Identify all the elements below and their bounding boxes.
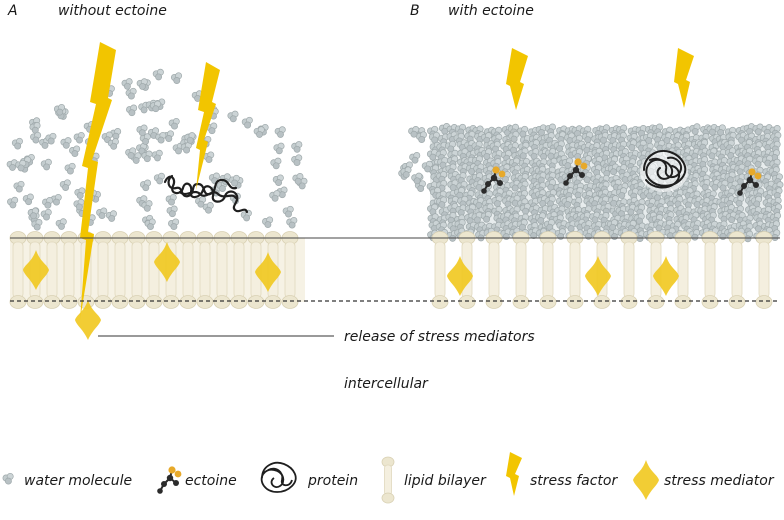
legend-protein-icon — [260, 461, 297, 493]
lipid-molecule — [701, 231, 719, 309]
water-molecule — [125, 87, 137, 100]
water-molecule — [168, 117, 180, 130]
water-molecule — [152, 68, 164, 81]
water-molecule — [30, 131, 42, 144]
water-molecule — [291, 154, 303, 166]
water-molecule — [180, 141, 192, 154]
panel-a-protein — [163, 174, 249, 214]
water-molecule — [69, 145, 81, 158]
water-molecule — [291, 141, 303, 153]
legend: water molecule ectoine protein lipid bil… — [2, 452, 775, 504]
panel-b-title: with ectoine — [448, 3, 534, 19]
lipid-molecule — [620, 231, 638, 309]
legend-protein-label: protein — [307, 473, 358, 489]
water-molecule — [153, 172, 165, 185]
legend-stress-factor-label: stress factor — [530, 473, 618, 489]
water-molecule — [144, 218, 156, 231]
panel-a-stress-factor-small — [196, 62, 220, 190]
legend-stress-mediator-label: stress mediator — [664, 473, 775, 489]
water-molecule — [96, 207, 108, 220]
lipid-molecule — [566, 231, 584, 309]
water-molecule — [31, 218, 43, 231]
legend-ectoine-label: ectoine — [185, 473, 237, 489]
water-molecule — [155, 131, 167, 144]
water-molecule — [107, 138, 119, 150]
water-molecule — [269, 190, 281, 202]
panel-a-letter: A — [7, 3, 18, 19]
water-molecule — [7, 196, 19, 209]
water-molecule — [253, 126, 265, 138]
water-molecule — [59, 179, 71, 191]
legend-lipid-label: lipid bilayer — [404, 473, 487, 489]
water-molecule — [55, 218, 67, 230]
water-molecule — [415, 131, 427, 143]
water-molecule — [270, 157, 282, 170]
water-molecule — [29, 122, 41, 134]
water-molecule — [42, 197, 54, 209]
water-molecule — [166, 205, 178, 218]
panel-b-stress-factor-2 — [674, 48, 694, 108]
water-molecule — [139, 179, 152, 192]
water-molecule — [165, 193, 177, 206]
panel-b-protein — [640, 150, 688, 192]
water-molecule — [241, 116, 253, 129]
water-molecule — [13, 180, 25, 193]
water-molecule — [64, 162, 76, 175]
water-molecule — [22, 193, 34, 206]
legend-water-label: water molecule — [24, 473, 132, 489]
water-molecule — [262, 216, 274, 229]
intercellular-label: intercellular — [344, 376, 429, 392]
water-molecule — [227, 110, 239, 123]
lipid-molecule — [674, 231, 692, 309]
water-molecule — [409, 152, 421, 164]
panel-a-stress-factor-large — [80, 42, 116, 320]
water-molecule — [74, 187, 86, 199]
legend-stress-factor-icon — [506, 452, 522, 496]
lipid-molecule — [728, 231, 746, 309]
panel-a-water-molecules — [6, 68, 308, 231]
water-molecule — [126, 104, 138, 117]
water-molecule — [286, 216, 298, 229]
release-label: release of stress mediators — [344, 329, 535, 345]
legend-lipid-icon — [381, 456, 395, 504]
legend-stress-mediator-icon — [633, 460, 659, 500]
panel-b-letter: B — [410, 3, 420, 19]
water-molecule — [273, 142, 285, 155]
water-molecule — [40, 208, 52, 221]
water-molecule — [40, 158, 52, 171]
panel-b-stress-factor-1 — [506, 48, 528, 110]
water-molecule — [168, 218, 180, 231]
water-molecule — [141, 150, 153, 163]
panel-b-water-molecules — [398, 123, 784, 243]
water-molecule — [272, 174, 284, 187]
panel-a-lipid-bilayer — [9, 231, 299, 309]
panel-a-title: without ectoine — [58, 3, 167, 19]
water-molecule — [141, 200, 153, 212]
water-molecule — [274, 126, 286, 138]
water-molecule — [60, 137, 72, 149]
water-molecule — [202, 202, 214, 214]
legend-water-molecule-icon — [2, 472, 14, 485]
water-molecule — [170, 72, 183, 84]
lipid-molecule — [485, 231, 503, 309]
lipid-molecule — [512, 231, 530, 309]
lipid-molecule — [431, 231, 449, 309]
water-molecule — [73, 131, 85, 144]
lipid-molecule — [755, 231, 773, 309]
water-molecule — [121, 78, 133, 90]
water-molecule — [151, 149, 163, 162]
water-molecule — [11, 137, 23, 150]
water-molecule — [105, 210, 117, 222]
lipid-molecule — [539, 231, 557, 309]
legend-ectoine-icon — [156, 465, 183, 495]
water-molecule — [282, 205, 294, 218]
